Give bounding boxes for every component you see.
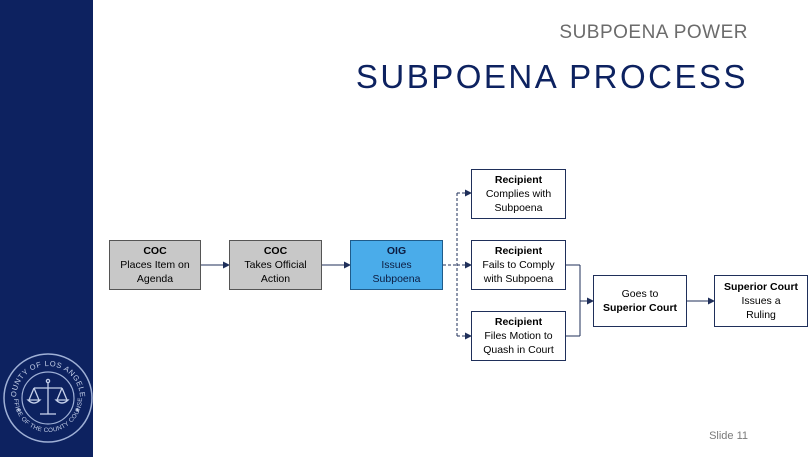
step-superior-court-ruling: Superior Court Issues a Ruling: [714, 275, 808, 327]
merge-connector: [566, 264, 594, 337]
outcome-recipient-files-motion: Recipient Files Motion to Quash in Court: [471, 311, 566, 361]
svg-text:★: ★: [16, 407, 21, 414]
outcome-recipient-complies: Recipient Complies with Subpoena: [471, 169, 566, 219]
step-coc-takes-action: COC Takes Official Action: [229, 240, 322, 290]
scales-of-justice-icon: [26, 378, 70, 415]
section-supertitle: SUBPOENA POWER: [559, 22, 748, 43]
dashed-split-connector: [443, 189, 472, 340]
svg-text:★: ★: [75, 407, 80, 414]
outcome-recipient-fails: Recipient Fails to Comply with Subpoena: [471, 240, 566, 290]
step-coc-places-item: COC Places Item on Agenda: [109, 240, 201, 290]
page-title: SUBPOENA PROCESS: [355, 58, 748, 95]
slide-number: Slide 11: [709, 430, 748, 442]
step-oig-issues-subpoena: OIG Issues Subpoena: [350, 240, 443, 290]
step-goes-to-superior-court: Goes to Superior Court: [593, 275, 687, 327]
county-seal-logo: COUNTY OF LOS ANGELES OFFICE OF THE COUN…: [2, 352, 93, 443]
